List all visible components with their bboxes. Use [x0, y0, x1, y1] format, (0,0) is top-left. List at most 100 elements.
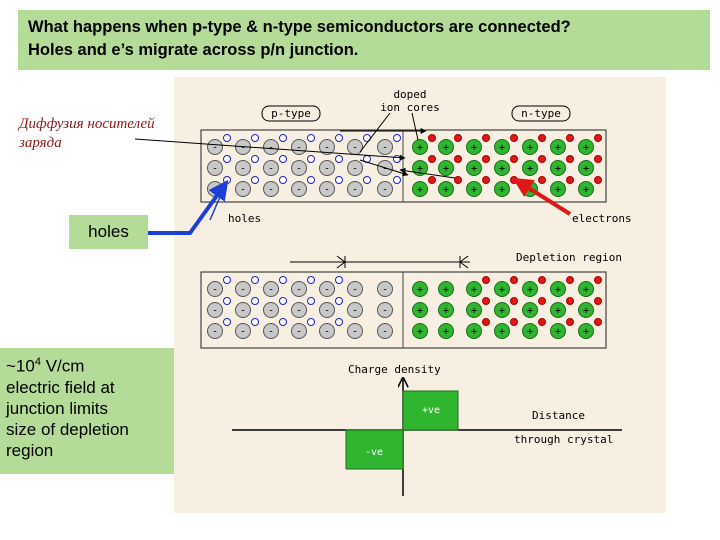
electron: [538, 318, 546, 326]
donor-ion-sign: +: [583, 306, 589, 317]
acceptor-ion-sign: -: [240, 306, 246, 317]
donor-ion-sign: +: [555, 306, 561, 317]
donor-ion-sign: +: [527, 327, 533, 338]
diffusion-annotation-line-1: Диффузия носителей: [19, 116, 155, 132]
doped-label-line2: ion cores: [380, 101, 440, 114]
electron: [482, 134, 490, 142]
acceptor-ion: [263, 281, 279, 297]
acceptor-ion-sign: -: [296, 327, 302, 338]
acceptor-ion-sign: -: [296, 306, 302, 317]
hole: [335, 276, 343, 284]
electric-field-line-3: junction limits: [6, 398, 109, 418]
donor-ion: [550, 281, 566, 297]
distance-label-line1: Distance: [532, 409, 585, 422]
donor-ion: [466, 281, 482, 297]
electron: [482, 176, 490, 184]
hole: [335, 297, 343, 305]
depletion-label: Depletion region: [516, 251, 622, 264]
donor-ion-sign: +: [443, 185, 449, 196]
hole: [393, 134, 401, 142]
hole: [279, 155, 287, 163]
title-line-1: What happens when p-type & n-type semico…: [28, 18, 571, 36]
donor-ion: [494, 323, 510, 339]
donor-ion: [550, 323, 566, 339]
donor-ion: [494, 139, 510, 155]
title-line-2: Holes and e’s migrate across p/n junctio…: [28, 41, 359, 59]
hole: [251, 297, 259, 305]
electron: [510, 276, 518, 284]
donor-ion-sign: +: [499, 143, 505, 154]
holes-callout-box: holes: [69, 215, 148, 249]
electron: [428, 134, 436, 142]
donor-ion-sign: +: [499, 164, 505, 175]
electron: [482, 155, 490, 163]
electric-field-line-2: electric field at: [6, 377, 115, 397]
electron: [566, 276, 574, 284]
donor-ion: [412, 139, 428, 155]
electron: [454, 176, 462, 184]
hole: [307, 297, 315, 305]
donor-ion-sign: +: [499, 327, 505, 338]
acceptor-ion-sign: -: [324, 185, 330, 196]
electron: [594, 155, 602, 163]
acceptor-ion-sign: -: [296, 143, 302, 154]
acceptor-ion-sign: -: [268, 306, 274, 317]
acceptor-ion: [263, 323, 279, 339]
donor-ion-sign: +: [471, 185, 477, 196]
acceptor-ion: [347, 323, 363, 339]
acceptor-ion-sign: -: [324, 327, 330, 338]
donor-ion: [494, 302, 510, 318]
negative-charge-bar: [345, 429, 404, 470]
hole: [223, 276, 231, 284]
acceptor-ion-sign: -: [240, 285, 246, 296]
hole: [393, 155, 401, 163]
acceptor-ion-sign: -: [324, 285, 330, 296]
charge-density-label: Charge density: [348, 363, 441, 376]
acceptor-ion: [263, 139, 279, 155]
acceptor-ion: [207, 139, 223, 155]
acceptor-ion-sign: -: [352, 164, 358, 175]
acceptor-ion: [291, 302, 307, 318]
diffusion-arrow-middle: [134, 138, 406, 161]
electron: [566, 176, 574, 184]
donor-ion: [412, 323, 428, 339]
donor-ion: [438, 160, 454, 176]
donor-ion-sign: +: [471, 306, 477, 317]
donor-ion-sign: +: [555, 327, 561, 338]
donor-ion: [412, 160, 428, 176]
electron: [594, 318, 602, 326]
acceptor-ion: [319, 181, 335, 197]
electron: [538, 276, 546, 284]
donor-ion: [522, 281, 538, 297]
hole: [335, 318, 343, 326]
donor-ion-sign: +: [471, 285, 477, 296]
donor-ion-sign: +: [583, 327, 589, 338]
acceptor-ion: [263, 181, 279, 197]
acceptor-ion: [235, 302, 251, 318]
donor-ion-sign: +: [443, 143, 449, 154]
acceptor-ion-sign: -: [212, 143, 218, 154]
negative-charge-label: -ve: [365, 447, 383, 458]
donor-ion: [466, 302, 482, 318]
acceptor-ion: [319, 323, 335, 339]
donor-ion-sign: +: [555, 164, 561, 175]
donor-ion-sign: +: [443, 306, 449, 317]
diffusion-annotation: Диффузия носителей заряда: [19, 115, 155, 153]
electron: [566, 155, 574, 163]
electron: [428, 176, 436, 184]
donor-ion-sign: +: [417, 306, 423, 317]
title-banner: What happens when p-type & n-type semico…: [18, 10, 710, 70]
holes-diagram-label: holes: [228, 212, 261, 225]
acceptor-ion-sign: -: [268, 143, 274, 154]
electron: [510, 318, 518, 326]
acceptor-ion-sign: -: [352, 185, 358, 196]
acceptor-ion-sign: -: [268, 164, 274, 175]
electron: [510, 155, 518, 163]
electron: [482, 318, 490, 326]
holes-callout-label: holes: [88, 222, 129, 241]
electron: [454, 134, 462, 142]
donor-ion: [494, 181, 510, 197]
acceptor-ion: [377, 302, 393, 318]
diffusion-annotation-line-2: заряда: [19, 135, 62, 151]
donor-ion-sign: +: [499, 285, 505, 296]
